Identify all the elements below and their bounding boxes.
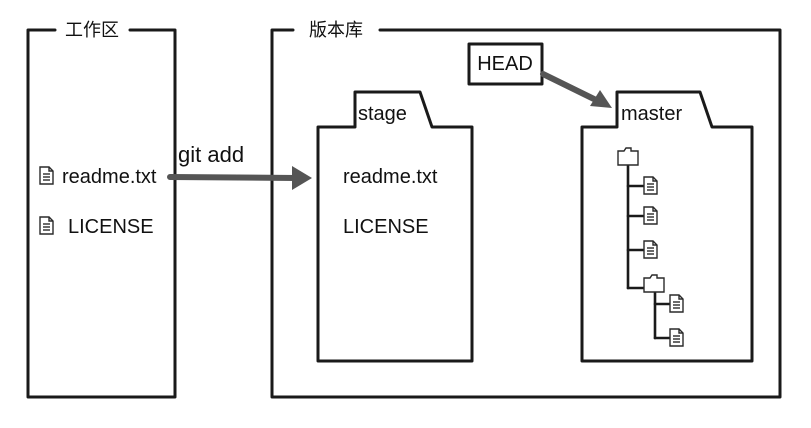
- head-to-master-arrow: [540, 71, 612, 108]
- workspace-file-readme: readme.txt: [39, 166, 157, 188]
- file-icon: [39, 166, 54, 185]
- file-icon: [39, 216, 54, 235]
- git-add-arrow: git add: [167, 142, 312, 190]
- head-pointer: HEAD: [467, 42, 544, 86]
- workspace-file-license-label: LICENSE: [68, 216, 154, 238]
- stage-file-license: LICENSE: [343, 216, 429, 238]
- workspace-file-readme-label: readme.txt: [62, 166, 157, 188]
- folder-icon: [643, 274, 665, 293]
- master-tab-label: master: [621, 103, 682, 125]
- file-icon: [643, 206, 658, 225]
- repository-title: 版本库: [309, 20, 363, 41]
- stage-area: stage readme.txt LICENSE: [316, 90, 474, 363]
- file-icon: [669, 328, 684, 347]
- git-add-label: git add: [178, 142, 244, 167]
- commit-tree: [626, 164, 672, 340]
- master-branch: master: [580, 90, 754, 363]
- file-icon: [643, 240, 658, 259]
- folder-icon: [617, 147, 639, 166]
- stage-tab-label: stage: [358, 103, 407, 125]
- workspace-title: 工作区: [65, 20, 119, 41]
- workspace-box: 工作区 readme.txt LICENSE: [26, 20, 177, 399]
- file-icon: [669, 294, 684, 313]
- repository-box: 版本库 HEAD stage readme.txt LICENSE master: [270, 20, 782, 399]
- workspace-file-license: LICENSE: [39, 216, 154, 238]
- head-label: HEAD: [477, 53, 533, 75]
- stage-file-readme: readme.txt: [343, 166, 438, 188]
- file-icon: [643, 176, 658, 195]
